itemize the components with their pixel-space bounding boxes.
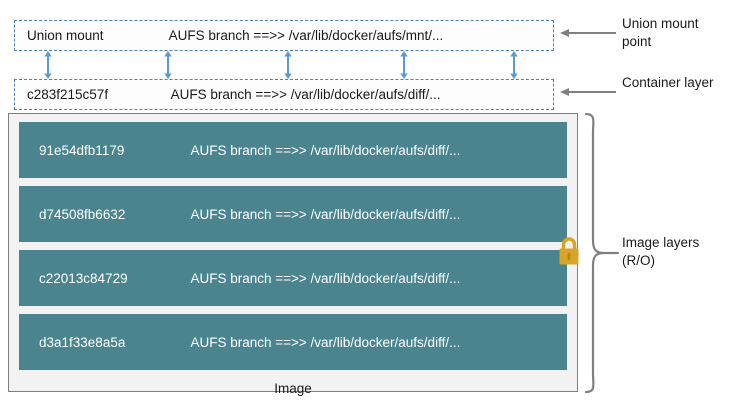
- union-mount-callout-label: Union mount point: [622, 16, 699, 49]
- bidirectional-arrow-icon: [44, 51, 52, 79]
- image-layer-row: d74508fb6632 AUFS branch ==>> /var/lib/d…: [19, 186, 567, 242]
- container-layer-id: c283f215c57f: [27, 87, 109, 102]
- image-layer-branch-path: AUFS branch ==>> /var/lib/docker/aufs/di…: [190, 334, 461, 350]
- padlock-icon: [559, 237, 579, 265]
- container-layer-callout-label: Container layer: [622, 75, 714, 90]
- image-layer-id: d74508fb6632: [39, 206, 126, 222]
- union-mount-callout-arrow-icon: [560, 29, 616, 37]
- bidirectional-arrow-icon: [400, 51, 408, 79]
- union-mount-box: Union mount AUFS branch ==>> /var/lib/do…: [14, 20, 554, 51]
- image-layer-row: c22013c84729 AUFS branch ==>> /var/lib/d…: [19, 250, 567, 306]
- image-layer-branch-path: AUFS branch ==>> /var/lib/docker/aufs/di…: [190, 270, 461, 286]
- container-layer-branch-path: AUFS branch ==>> /var/lib/docker/aufs/di…: [170, 87, 441, 102]
- image-layers-callout-label: Image layers (R/O): [622, 235, 700, 268]
- union-mount-label: Union mount: [27, 28, 104, 43]
- union-mount-branch-path: AUFS branch ==>> /var/lib/docker/aufs/mn…: [168, 28, 444, 43]
- image-container: 91e54dfb1179 AUFS branch ==>> /var/lib/d…: [8, 113, 578, 396]
- container-layer-callout-arrow-icon: [560, 88, 616, 96]
- image-layer-branch-path: AUFS branch ==>> /var/lib/docker/aufs/di…: [190, 142, 461, 158]
- image-layer-row: d3a1f33e8a5a AUFS branch ==>> /var/lib/d…: [19, 314, 567, 370]
- image-layer-id: 91e54dfb1179: [39, 142, 125, 158]
- image-layer-id: d3a1f33e8a5a: [39, 334, 126, 350]
- image-layer-row: 91e54dfb1179 AUFS branch ==>> /var/lib/d…: [19, 122, 567, 178]
- image-layer-branch-path: AUFS branch ==>> /var/lib/docker/aufs/di…: [190, 206, 461, 222]
- bidirectional-arrow-icon: [510, 51, 518, 79]
- bidirectional-arrow-icon: [164, 51, 172, 79]
- container-layer-box: c283f215c57f AUFS branch ==>> /var/lib/d…: [14, 79, 554, 110]
- image-layer-id: c22013c84729: [39, 270, 128, 286]
- image-caption: Image: [274, 381, 312, 396]
- image-layers-brace-icon: [584, 112, 620, 394]
- bidirectional-arrow-icon: [284, 51, 292, 79]
